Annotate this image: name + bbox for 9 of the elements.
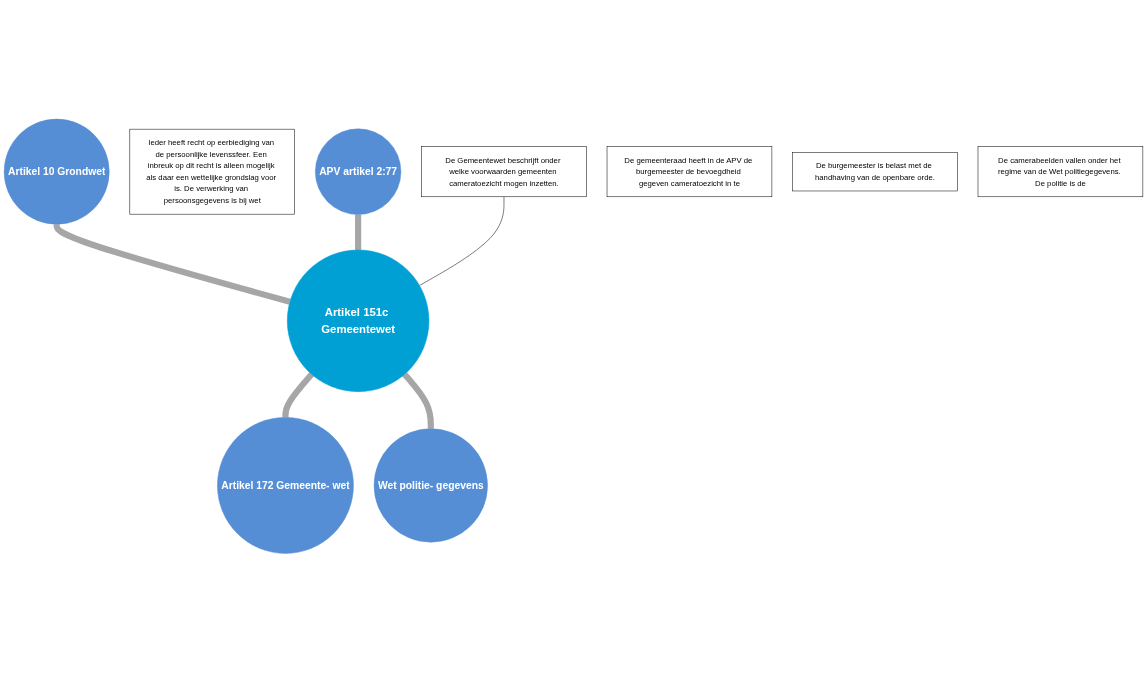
connector [402, 372, 434, 429]
node-circle: Artikel 172 Gemeente- wet [217, 417, 354, 554]
node-circle: Wet politie- gegevens [373, 428, 488, 543]
node-circle: Artikel 151c Gemeentewet [287, 249, 430, 393]
node-circle: APV artikel 2:77 [315, 128, 402, 215]
connector [282, 372, 314, 419]
connector [355, 214, 362, 252]
node-circle: Artikel 10 Grondwet [3, 119, 110, 225]
connector [53, 223, 291, 306]
